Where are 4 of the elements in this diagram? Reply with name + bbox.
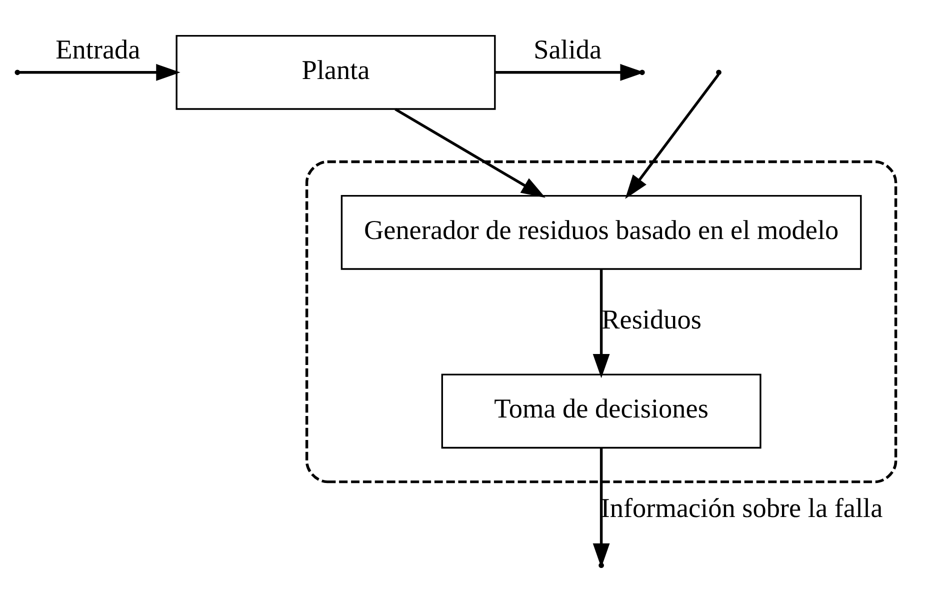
edge-label: Información sobre la falla xyxy=(600,493,883,524)
edge-label: Residuos xyxy=(602,304,702,334)
edge-label: Entrada xyxy=(56,34,140,64)
edge-label: Salida xyxy=(534,34,602,64)
